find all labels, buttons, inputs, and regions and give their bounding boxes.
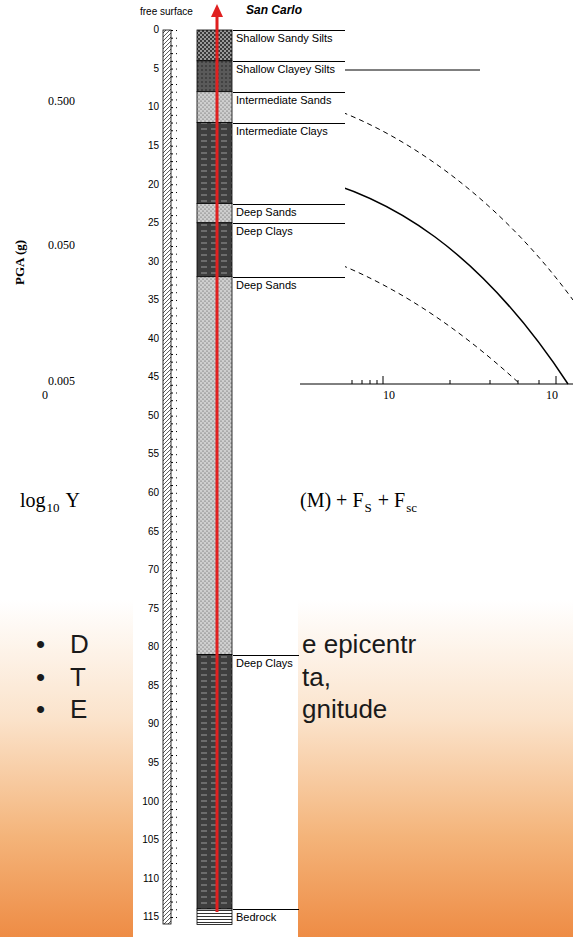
formula-text: (M) + F: [300, 489, 364, 512]
soil-layers: [197, 30, 232, 924]
tick-label: 0.050: [48, 239, 75, 253]
layer-fill: [197, 30, 232, 61]
depth-number: 60: [148, 487, 159, 499]
tick-label: 0.005: [48, 375, 75, 389]
tick-label: 10: [546, 389, 558, 403]
depth-number: 15: [148, 140, 159, 152]
depth-number: 95: [148, 757, 159, 769]
depth-number: 5: [153, 63, 159, 75]
depth-number: 25: [148, 217, 159, 229]
formula-text: + F: [378, 489, 405, 512]
axis-ticks: [352, 376, 556, 384]
depth-number: 55: [148, 448, 159, 460]
layer-name: Bedrock: [236, 911, 296, 924]
bullet-text: D: [70, 630, 89, 660]
site-name: San Carlo: [246, 4, 302, 18]
depth-number: 110: [143, 873, 159, 885]
depth-number: 50: [148, 410, 159, 422]
formula-text: Y: [66, 489, 80, 512]
layer-name: Deep Clays: [236, 225, 342, 238]
layer-band: Shallow Sandy Silts: [233, 30, 345, 61]
tick-label: 10: [383, 389, 395, 403]
depth-number: 75: [148, 603, 159, 615]
layer-name: Deep Sands: [236, 206, 342, 219]
layer-name: Deep Sands: [236, 279, 342, 292]
layer-band: Deep Sands: [233, 277, 345, 655]
layer-fill: [197, 204, 232, 223]
bullet: •: [36, 695, 45, 725]
layer-fill: [197, 92, 232, 123]
layer-name: Intermediate Clays: [236, 125, 342, 138]
depth-number: 115: [143, 911, 159, 923]
tick-label: 0.500: [48, 95, 75, 109]
bullet-text: gnitude: [302, 695, 387, 725]
layer-band: Shallow Clayey Silts: [233, 61, 345, 92]
depth-number: 105: [142, 834, 159, 846]
tick-label: 0: [42, 389, 48, 403]
depth-number: 40: [148, 333, 159, 345]
layer-band: Bedrock: [233, 909, 299, 924]
bullet-text: e epicentr: [302, 630, 416, 660]
formula-subscript: sc: [406, 501, 417, 516]
layer-name: Intermediate Sands: [236, 94, 342, 107]
formula-subscript: S: [365, 501, 372, 516]
depth-number: 35: [148, 294, 159, 306]
layer-fill: [197, 123, 232, 204]
layer-band: Deep Clays: [233, 223, 345, 277]
layer-fill: [197, 909, 232, 924]
depth-number: 20: [148, 179, 159, 191]
depth-number: 30: [148, 256, 159, 268]
layer-band: Deep Sands: [233, 204, 345, 223]
depth-number: 10: [148, 101, 159, 113]
bullet-text: E: [70, 695, 87, 725]
depth-number: 80: [148, 641, 159, 653]
bullet: •: [36, 663, 45, 693]
wave-path-arrow: [216, 16, 219, 912]
depth-number: 65: [148, 526, 159, 538]
layer-name: Deep Clays: [236, 657, 296, 670]
layer-fill: [197, 277, 232, 655]
column-panel: [133, 0, 345, 937]
depth-number: 100: [142, 796, 159, 808]
arrow-head: [211, 4, 223, 17]
layer-name: Shallow Sandy Silts: [236, 32, 342, 45]
formula-subscript: 10: [47, 501, 60, 516]
layer-fill: [197, 61, 232, 92]
layer-name: Shallow Clayey Silts: [236, 63, 342, 76]
layer-band: Intermediate Clays: [233, 123, 345, 204]
depth-number: 45: [148, 371, 159, 383]
ruler-ticks: [171, 30, 177, 924]
depth-ruler: [163, 30, 171, 924]
x-axis: [300, 384, 573, 385]
bullet-text: ta,: [302, 663, 331, 693]
formula-text: log: [20, 489, 46, 512]
layer-fill: [197, 655, 232, 910]
bullet-text: T: [70, 663, 86, 693]
depth-number: 0: [153, 24, 159, 36]
depth-number: 85: [148, 680, 159, 692]
layer-fill: [197, 223, 232, 277]
layer-band: Intermediate Sands: [233, 92, 345, 123]
layer-band: Deep Clays: [233, 655, 299, 910]
depth-number: 90: [148, 718, 159, 730]
depth-number: 70: [148, 564, 159, 576]
surface-label: free surface: [140, 6, 193, 18]
bullet: •: [36, 630, 45, 660]
axis-title: PGA (g): [14, 239, 29, 284]
